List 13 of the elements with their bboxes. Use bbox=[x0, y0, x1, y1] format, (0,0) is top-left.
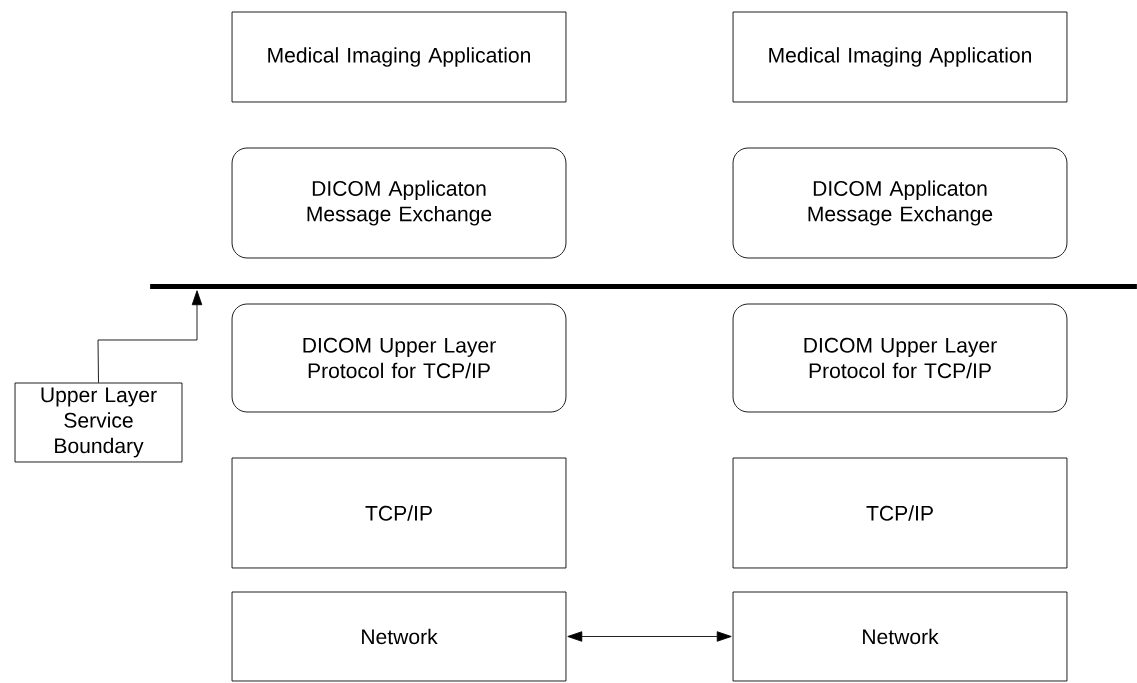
layer-box: Medical Imaging Application bbox=[231, 11, 567, 103]
rounded-layer-box: DICOM Applicaton Message Exchange bbox=[732, 147, 1068, 259]
rounded-layer-box: DICOM Upper Layer Protocol for TCP/IP bbox=[732, 303, 1068, 413]
label-box: Upper Layer Service Boundary bbox=[14, 382, 183, 463]
layer-box: TCP/IP bbox=[231, 457, 567, 569]
layer-box: Network bbox=[231, 591, 567, 682]
rounded-layer-box: DICOM Upper Layer Protocol for TCP/IP bbox=[231, 303, 567, 413]
layer-box: Medical Imaging Application bbox=[732, 11, 1068, 103]
rounded-layer-box: DICOM Applicaton Message Exchange bbox=[231, 147, 567, 259]
leader-arrow bbox=[97, 290, 203, 383]
layer-box: Network bbox=[732, 591, 1068, 682]
layer-box: TCP/IP bbox=[732, 457, 1068, 569]
arrow bbox=[567, 631, 732, 642]
